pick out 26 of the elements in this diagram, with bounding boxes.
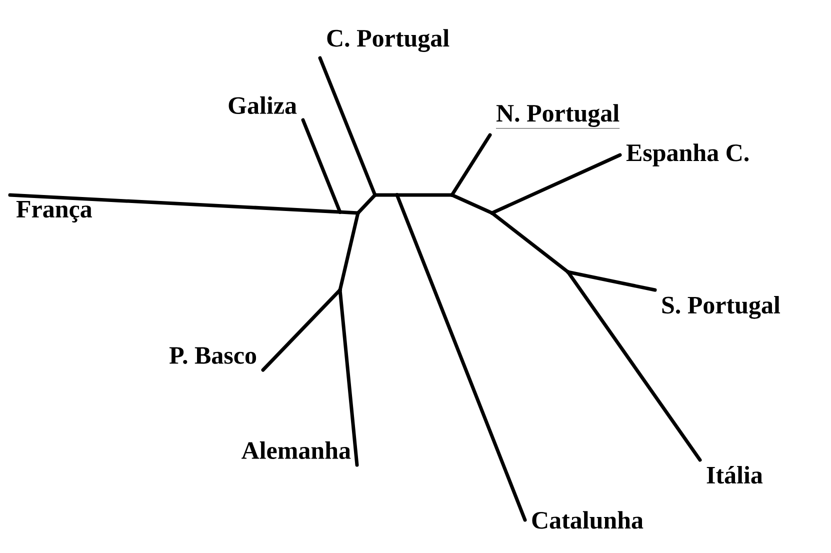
taxon-label: C. Portugal — [327, 29, 450, 52]
taxon-label: Galiza — [228, 96, 297, 114]
tree-branch — [395, 193, 454, 197]
tree-branch — [450, 193, 494, 215]
tree-branch — [373, 193, 399, 197]
tree-branch — [301, 118, 342, 214]
taxon-label: Espanha C. — [626, 144, 749, 166]
taxon-label: S. Portugal — [662, 296, 780, 319]
tree-branch — [318, 56, 377, 197]
tree-branch — [338, 210, 360, 215]
taxon-label: França — [16, 201, 92, 222]
tree-branch — [395, 193, 527, 522]
tree-branch — [566, 270, 702, 462]
taxon-label: Itália — [706, 466, 763, 484]
tree-branch — [261, 288, 342, 372]
tree-branch — [490, 211, 570, 274]
tree-branch — [338, 288, 359, 467]
tree-branch — [338, 211, 360, 292]
taxon-label: P. Basco — [169, 347, 256, 364]
tree-branch — [566, 270, 657, 292]
taxon-label: Catalunha — [532, 511, 644, 529]
tree-branch — [450, 133, 492, 197]
tree-branch — [490, 153, 622, 215]
taxon-label: N. Portugal — [496, 104, 620, 129]
taxon-label: Alemanha — [242, 441, 351, 459]
tree-branch — [356, 193, 377, 215]
